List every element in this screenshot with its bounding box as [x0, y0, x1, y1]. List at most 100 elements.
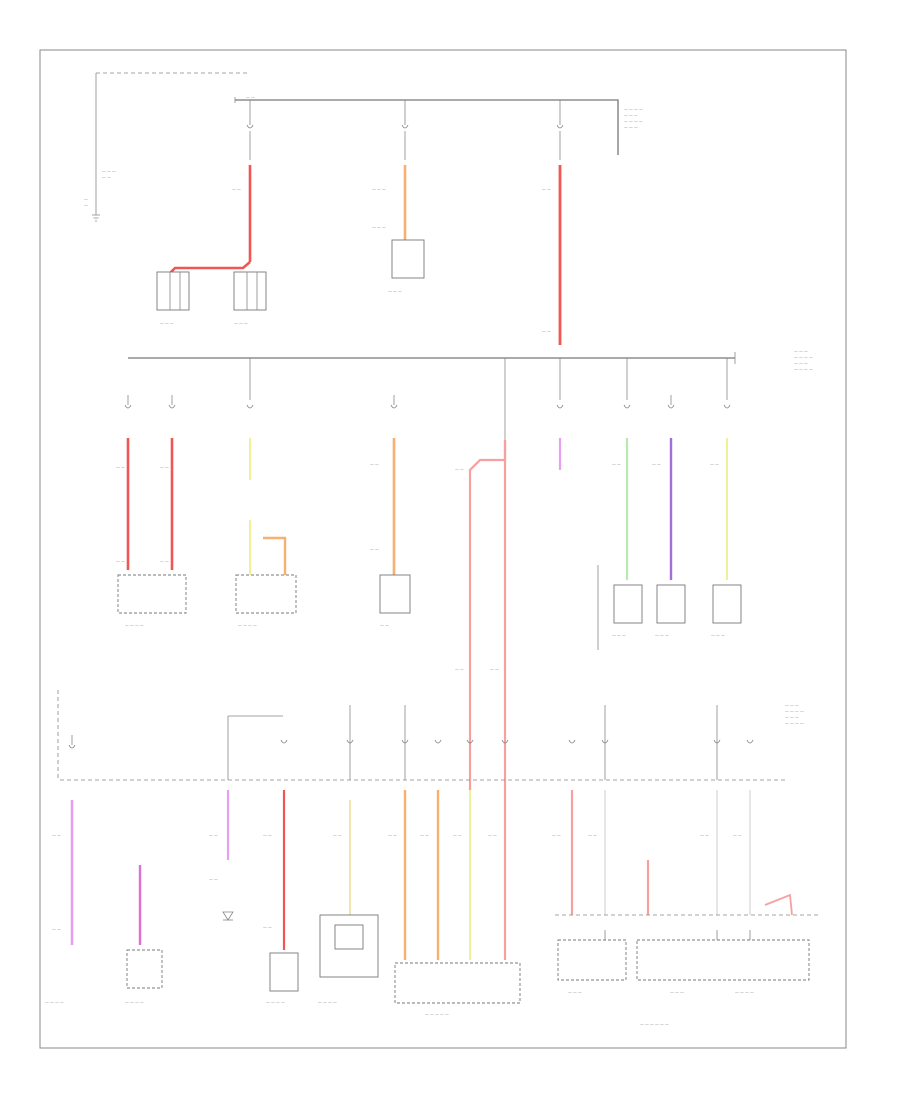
wire-pink	[764, 893, 793, 916]
fuse-f-g	[667, 395, 675, 409]
svg-text:— — —: — — —	[612, 632, 626, 637]
fuse-f-d	[390, 395, 398, 409]
svg-text:— —: — —	[488, 832, 497, 837]
lower-right-module-1	[557, 939, 627, 981]
fuse-fl-2	[401, 100, 409, 160]
svg-text:— — —: — — —	[160, 320, 174, 325]
bus-side-label: — — —	[785, 702, 799, 707]
svg-text:— —: — —	[116, 464, 125, 469]
svg-text:— —: — —	[380, 622, 389, 627]
svg-text:— — —: — — —	[568, 989, 582, 994]
fuse-b-12	[746, 739, 754, 744]
diode-symbol	[222, 911, 234, 921]
svg-text:— —: — —	[710, 461, 719, 466]
svg-text:— — — —: — — — —	[735, 989, 754, 994]
wire-pink	[468, 440, 507, 790]
fuse-b-6	[434, 739, 442, 744]
svg-text:— —: — —	[542, 186, 551, 191]
svg-text:— — — —: — — — —	[318, 999, 337, 1004]
wire-orange	[263, 536, 287, 575]
svg-text:— —: — —	[370, 546, 379, 551]
svg-text:— — —: — — —	[372, 186, 386, 191]
svg-text:— — — —: — — — —	[125, 622, 144, 627]
ground-label-line: —	[84, 202, 88, 207]
component-captions: — — — — — — — — — — — — — — — — — — — — …	[45, 288, 754, 1026]
wire-red	[167, 261, 251, 276]
svg-text:— —: — —	[160, 558, 169, 563]
svg-text:— — —: — — —	[388, 288, 402, 293]
svg-text:— — — —: — — — —	[125, 999, 144, 1004]
svg-text:— — — — — —: — — — — — —	[640, 1021, 669, 1026]
svg-text:— — — —: — — — —	[266, 999, 285, 1004]
svg-text:— —: — —	[263, 924, 272, 929]
generator-component	[156, 271, 190, 311]
svg-text:— —: — —	[455, 466, 464, 471]
fuse-f-c	[246, 404, 254, 409]
fuse-b-1	[68, 735, 76, 749]
bus-side-label: — — — —	[794, 366, 813, 371]
control-module-component	[269, 952, 299, 992]
svg-text:— — — —: — — — —	[45, 999, 64, 1004]
fuse-f-e	[556, 404, 564, 409]
fuse-f-b	[168, 395, 176, 409]
svg-text:— — — —: — — — —	[238, 622, 257, 627]
svg-text:— —: — —	[232, 186, 241, 191]
bus-label: — —	[246, 94, 255, 99]
ground-label-line: —	[84, 196, 88, 201]
svg-text:— —: — —	[160, 464, 169, 469]
svg-text:— —: — —	[209, 876, 218, 881]
svg-text:— —: — —	[455, 666, 464, 671]
fuse-b-4	[346, 739, 354, 744]
svg-text:— —: — —	[370, 461, 379, 466]
fuse-b-3	[280, 739, 288, 744]
svg-text:— —: — —	[652, 461, 661, 466]
svg-text:— —: — —	[700, 832, 709, 837]
svg-text:— —: — —	[52, 926, 61, 931]
bus-side-label: — — —	[794, 348, 808, 353]
bus-side-label: — — —	[624, 124, 638, 129]
bus-side-label: — — —	[785, 714, 799, 719]
fuse-b-7	[466, 739, 474, 744]
fuse-b-5	[401, 739, 409, 744]
module-left-component	[117, 574, 187, 614]
bus-side-label: — — — —	[785, 720, 804, 725]
svg-text:— — —: — — —	[711, 632, 725, 637]
svg-text:— —: — —	[333, 832, 342, 837]
svg-text:— —: — —	[420, 832, 429, 837]
bus-side-label: — — — —	[624, 106, 643, 111]
starter-motor-component	[233, 271, 267, 311]
connector-stub	[604, 930, 751, 940]
svg-text:— —: — —	[453, 832, 462, 837]
svg-text:— —: — —	[209, 832, 218, 837]
right-module-group	[597, 565, 742, 650]
wire-labels: — — — — — — — — — — — — — — — — — — — — …	[52, 186, 742, 931]
ground-label-line: — — —	[102, 168, 116, 173]
fuse-fl-3	[556, 100, 564, 160]
ground-symbol	[92, 214, 100, 222]
battery-feed-bus	[235, 99, 619, 155]
svg-text:— — —: — — —	[670, 989, 684, 994]
lower-right-module-2	[636, 939, 810, 981]
junction-box-component	[319, 914, 379, 978]
transmission-sensor-component	[126, 949, 163, 989]
bus-side-label: — — — —	[794, 354, 813, 359]
fuse-b-9	[568, 739, 576, 744]
fuse-f-h	[723, 404, 731, 409]
module-center-component	[379, 574, 411, 614]
svg-text:— —: — —	[116, 558, 125, 563]
fuse-f-f	[623, 404, 631, 409]
module-component-top	[391, 239, 425, 279]
svg-text:— —: — —	[733, 832, 742, 837]
bus-side-label: — — —	[794, 360, 808, 365]
svg-text:— — —: — — —	[655, 632, 669, 637]
svg-text:— —: — —	[542, 328, 551, 333]
svg-text:— —: — —	[588, 832, 597, 837]
fuse-f-a	[124, 395, 132, 409]
bus-side-label: — — —	[624, 112, 638, 117]
transmission-module-component	[235, 574, 297, 614]
fuse-b-10	[601, 739, 609, 744]
svg-text:— —: — —	[612, 461, 621, 466]
fuse-b-8	[501, 739, 509, 744]
svg-text:— — —: — — —	[372, 224, 386, 229]
bus-side-label: — — — —	[624, 118, 643, 123]
